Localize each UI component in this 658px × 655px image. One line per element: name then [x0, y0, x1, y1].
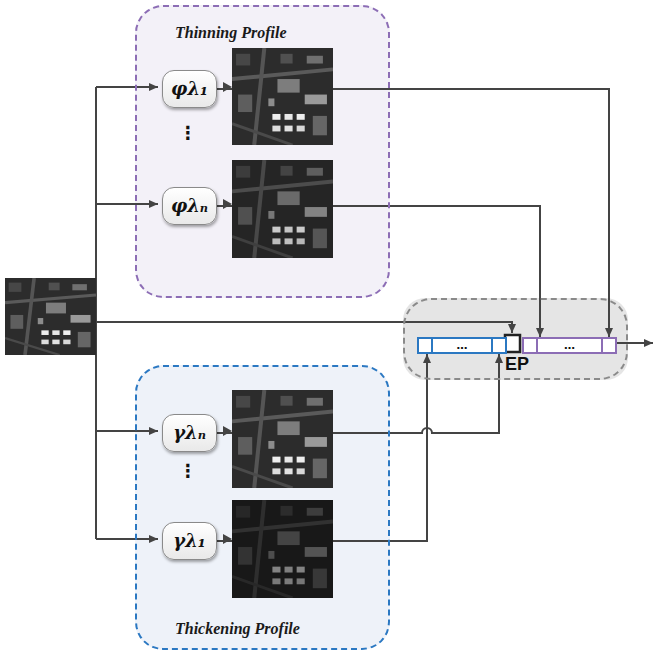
operator-box: γλₙ: [162, 414, 217, 452]
ellipsis-label: ⋮: [179, 462, 197, 481]
operator-box: φλ₁: [162, 70, 217, 108]
operator-box: γλ₁: [162, 522, 217, 560]
image-shade: [232, 500, 333, 598]
panel-fill: [135, 365, 390, 650]
panel-fill: [403, 298, 628, 380]
feature-segment: …: [522, 337, 617, 354]
input-line: [96, 538, 158, 540]
arrow-head: [223, 82, 232, 92]
operator-label: γλₙ: [173, 423, 206, 443]
arrow-head: [223, 199, 232, 209]
arrow-head: [223, 426, 232, 436]
vertical-ellipsis: ⋮: [179, 460, 197, 481]
ellipsis: …: [457, 340, 468, 351]
profile-image: [232, 500, 333, 598]
profile-image: [232, 390, 333, 488]
cell-divider: [601, 339, 603, 352]
cell-divider: [431, 339, 433, 352]
input-line: [96, 430, 158, 432]
ellipsis-label: ⋮: [179, 124, 197, 143]
input-line: [96, 322, 512, 333]
ep-panel: EP … …: [403, 298, 628, 380]
input-image: [5, 278, 96, 355]
image-shade: [232, 160, 333, 258]
profile-panel: Thinning Profile φλ₁ φλₙ: [135, 5, 390, 298]
original-cell: [505, 335, 520, 352]
input-line: [96, 203, 158, 205]
panel-fill: [135, 5, 390, 298]
ellipsis: …: [564, 340, 575, 351]
profile-image: [232, 48, 333, 145]
operator-label: φλₙ: [171, 196, 208, 216]
profile-image: [232, 160, 333, 258]
operator-label: φλ₁: [171, 79, 208, 99]
operator-box: φλₙ: [162, 187, 217, 225]
feature-segment: …: [417, 337, 507, 354]
arrow-head: [223, 534, 232, 544]
operator-label: γλ₁: [173, 531, 205, 551]
output-arrow: [615, 342, 653, 344]
cell-divider: [491, 339, 493, 352]
profile-panel: Thickening Profile γλₙ γλ₁: [135, 365, 390, 650]
input-line: [96, 86, 158, 88]
ep-label: EP: [505, 355, 529, 375]
panel-title: Thickening Profile: [175, 619, 300, 638]
cell-divider: [536, 339, 538, 352]
panel-title: Thinning Profile: [175, 23, 287, 42]
vertical-ellipsis: ⋮: [179, 122, 197, 143]
